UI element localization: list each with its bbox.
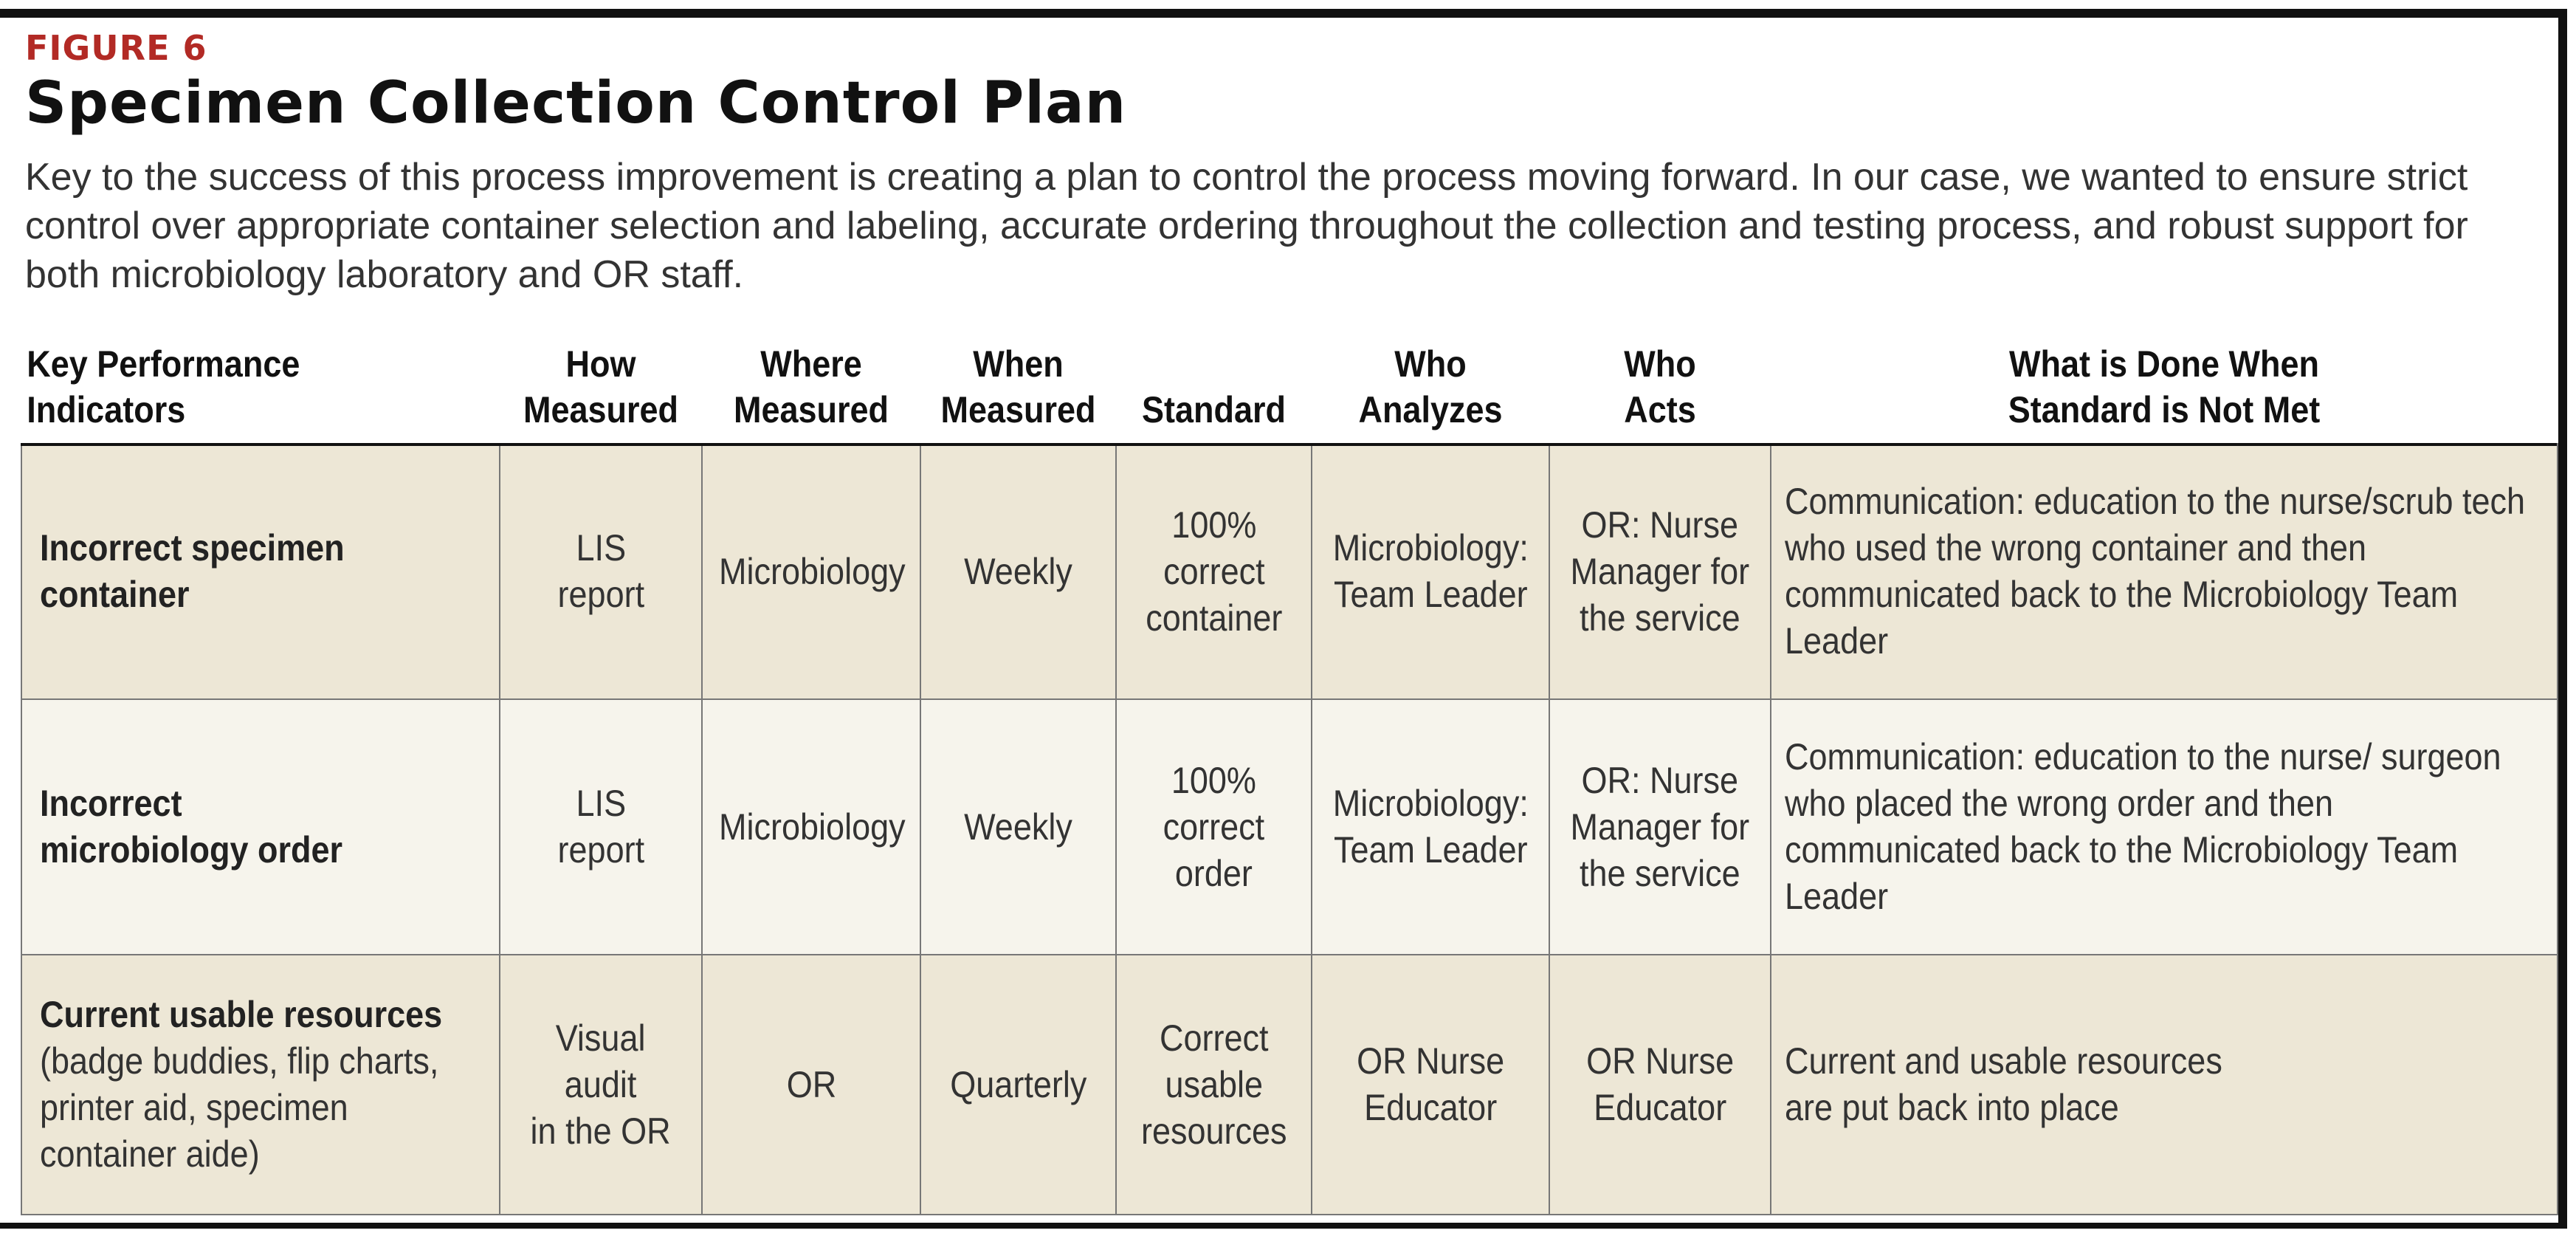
header-when-measured: When Measured xyxy=(940,343,1096,430)
standard-cell: 100% correct container xyxy=(1115,443,1312,700)
how-measured-cell: LIS report xyxy=(499,698,703,955)
who-acts-cell: OR: Nurse Manager for the service xyxy=(1549,698,1771,955)
kpi-cell: Incorrect specimen container xyxy=(21,443,500,700)
control-plan-table: Key Performance Indicators How Measured … xyxy=(21,334,2558,1215)
header-who-acts: Who Acts xyxy=(1624,343,1696,430)
header-action: What is Done When Standard is Not Met xyxy=(2008,343,2321,430)
header-rule xyxy=(21,443,2557,446)
header-where-measured: Where Measured xyxy=(733,343,889,430)
header-how-measured: How Measured xyxy=(523,343,679,430)
header-standard: Standard xyxy=(1141,389,1287,430)
figure-title: Specimen Collection Control Plan xyxy=(25,70,1127,137)
figure-label: FIGURE 6 xyxy=(25,28,207,68)
header-kpi: Key Performance Indicators xyxy=(27,343,300,430)
who-analyzes-cell: Microbiology: Team Leader xyxy=(1311,443,1550,700)
action-cell: Communication: education to the nurse/sc… xyxy=(1770,443,2558,700)
where-measured-cell: OR xyxy=(701,954,921,1215)
table-row: Incorrect microbiology order LIS report … xyxy=(21,698,2558,955)
action-cell: Current and usable resources are put bac… xyxy=(1770,954,2558,1215)
who-acts-cell: OR Nurse Educator xyxy=(1549,954,1771,1215)
kpi-cell: Current usable resources (badge buddies, … xyxy=(21,954,500,1215)
where-measured-cell: Microbiology xyxy=(701,443,921,700)
kpi-cell: Incorrect microbiology order xyxy=(21,698,500,955)
standard-cell: Correct usable resources xyxy=(1115,954,1312,1215)
when-measured-cell: Quarterly xyxy=(920,954,1117,1215)
figure-frame xyxy=(0,9,2567,1229)
table-row: Current usable resources (badge buddies, … xyxy=(21,954,2558,1215)
kpi-detail: (badge buddies, flip charts, printer aid… xyxy=(40,1040,439,1175)
kpi-title: Current usable resources xyxy=(40,994,443,1035)
how-measured-cell: Visual audit in the OR xyxy=(499,954,703,1215)
where-measured-cell: Microbiology xyxy=(701,698,921,955)
standard-cell: 100% correct order xyxy=(1115,698,1312,955)
who-acts-cell: OR: Nurse Manager for the service xyxy=(1549,443,1771,700)
header-row: Key Performance Indicators How Measured … xyxy=(21,334,2558,444)
who-analyzes-cell: Microbiology: Team Leader xyxy=(1311,698,1550,955)
who-analyzes-cell: OR Nurse Educator xyxy=(1311,954,1550,1215)
intro-paragraph: Key to the success of this process impro… xyxy=(25,156,2468,296)
kpi-title: Incorrect specimen container xyxy=(40,527,345,615)
when-measured-cell: Weekly xyxy=(920,443,1117,700)
kpi-title: Incorrect microbiology order xyxy=(40,783,343,871)
header-who-analyzes: Who Analyzes xyxy=(1358,343,1503,430)
how-measured-cell: LIS report xyxy=(499,443,703,700)
table-row: Incorrect specimen container LIS report … xyxy=(21,443,2558,700)
action-cell: Communication: education to the nurse/ s… xyxy=(1770,698,2558,955)
when-measured-cell: Weekly xyxy=(920,698,1117,955)
